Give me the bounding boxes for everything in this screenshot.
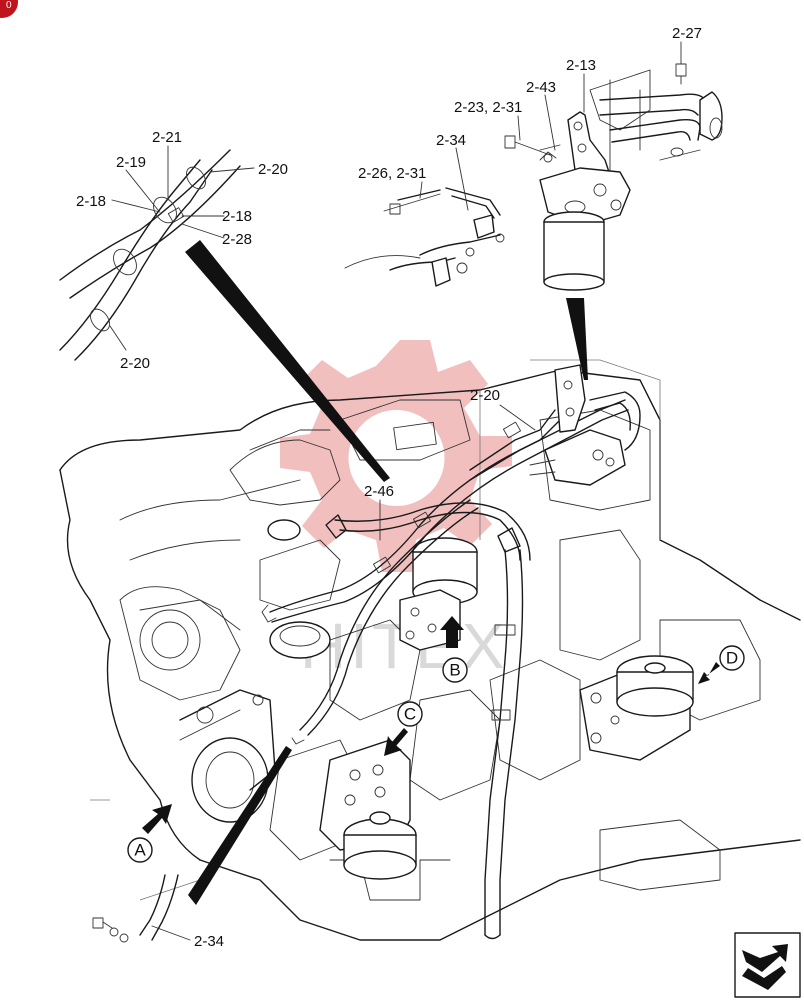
view-marker-c: C — [384, 701, 423, 756]
direction-arrow-icon — [384, 728, 408, 756]
view-marker-c-label: C — [404, 705, 416, 724]
callout-label: 2-20 — [120, 355, 150, 372]
view-marker-a: A — [127, 804, 172, 863]
engine-mount-d — [579, 655, 694, 761]
callout-label: 2-46 — [364, 483, 394, 500]
crank-pulley — [179, 689, 276, 823]
detail-return-fitting — [92, 874, 179, 943]
view-marker-b: B — [440, 616, 468, 683]
detail-hose-clamps — [59, 149, 241, 361]
callout-labels: 2-27 2-13 2-43 2-23, 2-31 2-34 2-26, 2-3… — [76, 25, 702, 950]
view-marker-d: D — [698, 645, 745, 684]
fuel-filter-mounted — [529, 364, 641, 486]
view-marker-d-label: D — [726, 649, 738, 668]
direction-arrow-icon — [698, 662, 720, 684]
callout-label: 2-13 — [566, 57, 596, 74]
callout-label: 2-43 — [526, 79, 556, 96]
corner-badge: 0 — [0, 0, 18, 18]
callout-label: 2-34 — [436, 132, 466, 149]
callout-label: 2-18 — [76, 193, 106, 210]
leader-lines — [109, 41, 682, 941]
callout-label: 2-34 — [194, 933, 224, 950]
direction-arrow-icon — [142, 804, 172, 834]
callout-label: 2-27 — [672, 25, 702, 42]
view-marker-a-label: A — [134, 841, 146, 860]
direction-arrow-icon — [440, 616, 464, 648]
callout-label: 2-20 — [258, 161, 288, 178]
direction-arrow-icon — [734, 932, 801, 998]
callout-label: 2-19 — [116, 154, 146, 171]
callout-label: 2-23, 2-31 — [454, 99, 522, 116]
gear-watermark-icon — [280, 340, 512, 572]
callout-label: 2-26, 2-31 — [358, 165, 426, 182]
engine-mount-b — [399, 537, 478, 651]
leader-pointers — [185, 240, 588, 905]
corner-badge-text: 0 — [6, 0, 12, 11]
view-marker-b-label: B — [449, 661, 460, 680]
callout-label: 2-21 — [152, 129, 182, 146]
fuel-hose-harness — [261, 399, 629, 745]
callout-label: 2-20 — [470, 387, 500, 404]
callout-label: 2-28 — [222, 231, 252, 248]
filler-cap — [267, 519, 331, 659]
engine-mount-c — [319, 739, 417, 880]
detail-filter-head — [344, 63, 723, 291]
callout-label: 2-18 — [222, 208, 252, 225]
return-hose — [484, 549, 524, 940]
